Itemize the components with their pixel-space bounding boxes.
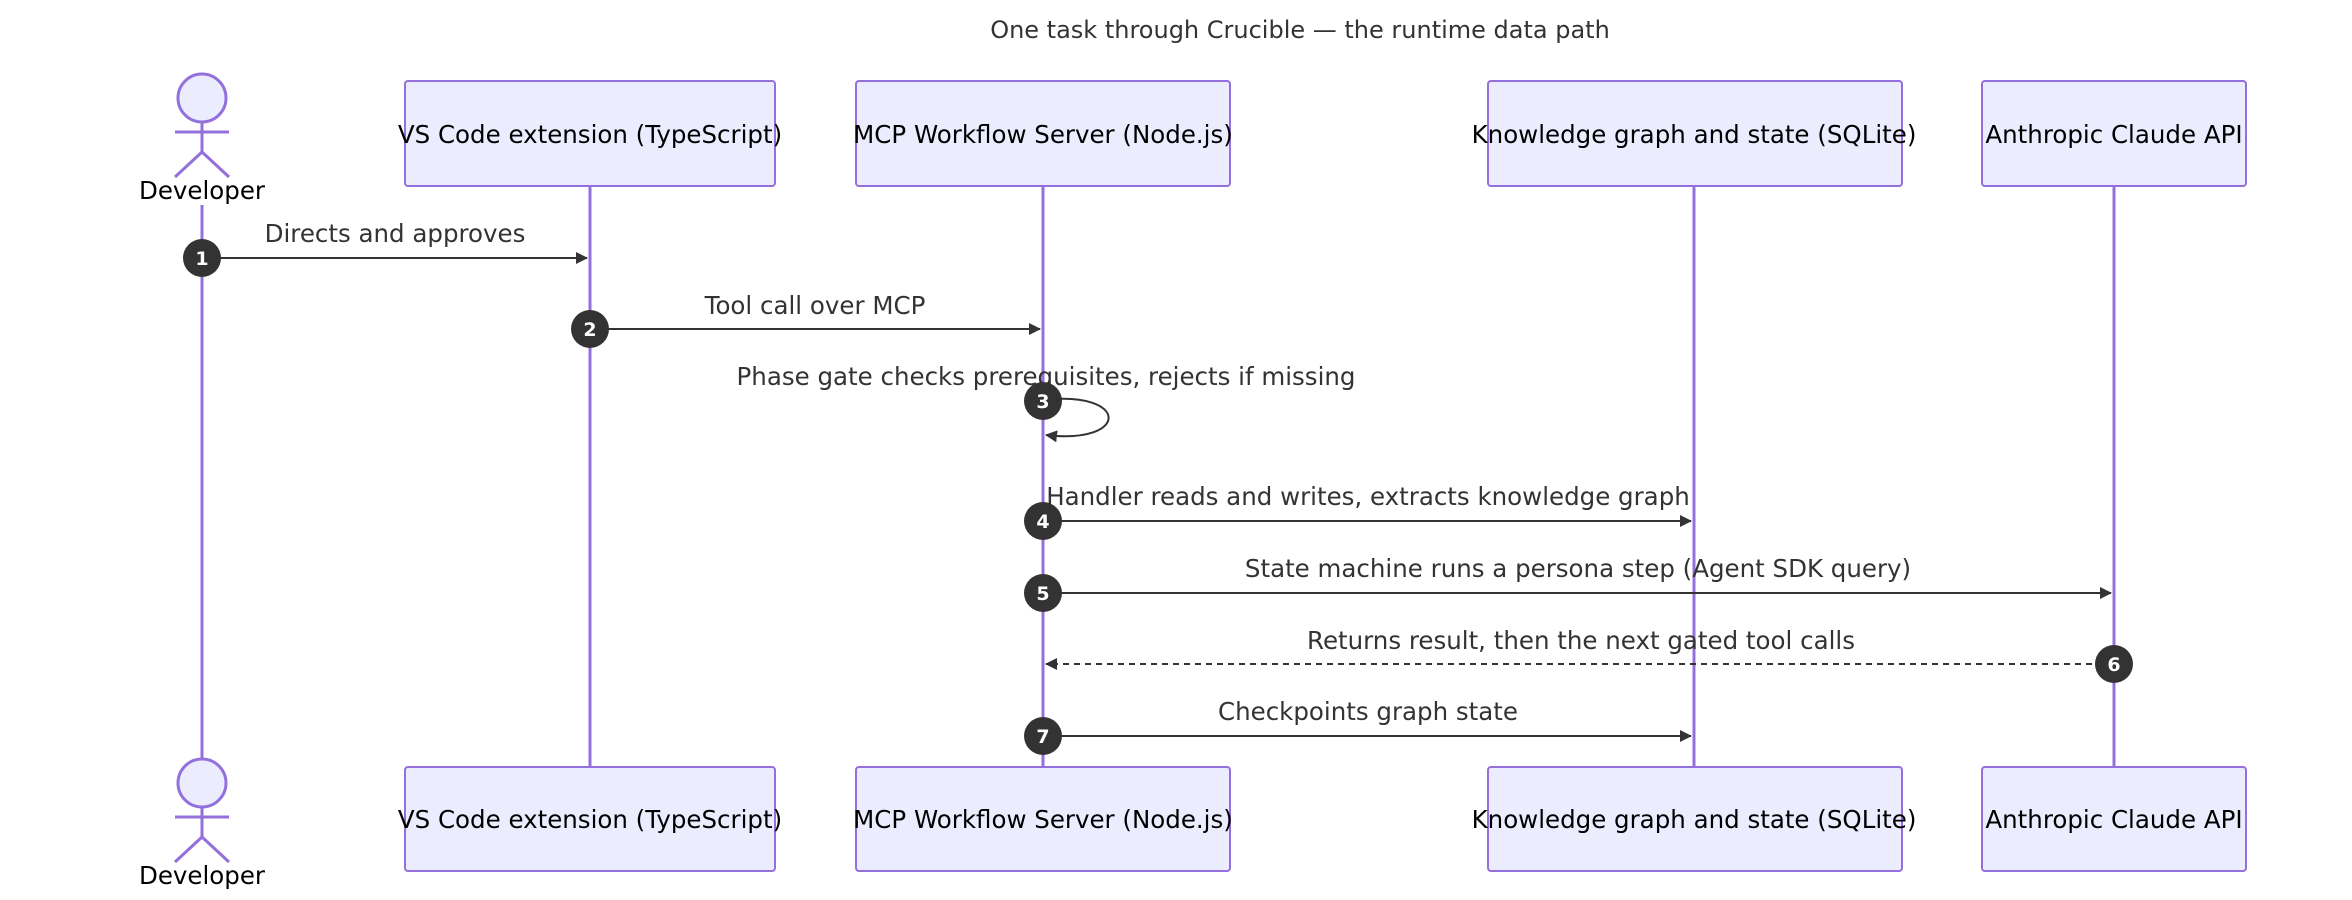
participant-vscode-extension-bottom: VS Code extension (TypeScript) — [398, 766, 782, 872]
participant-box — [1981, 80, 2247, 187]
message-5: State machine runs a persona step (Agent… — [1024, 554, 2112, 612]
message-2: Tool call over MCP 2 — [571, 291, 1041, 348]
sequence-number-badge — [183, 239, 221, 277]
sequence-number-badge — [1024, 717, 1062, 755]
actor-right-leg — [200, 150, 231, 179]
participant-box — [404, 80, 776, 187]
participant-knowledge-graph-top: Knowledge graph and state (SQLite) — [1472, 80, 1917, 187]
message-arrow — [1042, 397, 1110, 443]
diagram-title: One task through Crucible — the runtime … — [990, 16, 1610, 44]
message-label: Returns result, then the next gated tool… — [1307, 626, 1855, 655]
sequence-number: 4 — [1036, 511, 1049, 533]
actor-left-leg — [173, 150, 204, 179]
participant-vscode-extension-top: VS Code extension (TypeScript) — [398, 80, 782, 187]
actor-right-leg — [200, 835, 231, 864]
actor-developer-bottom: Developer — [139, 757, 266, 890]
participant-label: VS Code extension (TypeScript) — [398, 805, 782, 834]
sequence-number: 6 — [2107, 654, 2120, 676]
message-label: Tool call over MCP — [704, 291, 926, 320]
participant-label: Anthropic Claude API — [1985, 120, 2242, 149]
participant-box — [404, 766, 776, 872]
participant-mcp-server-top: MCP Workflow Server (Node.js) — [853, 80, 1233, 187]
actor-developer-top: Developer — [139, 72, 266, 205]
actor-left-leg — [173, 835, 204, 864]
sequence-number: 2 — [583, 319, 596, 341]
message-4: Handler reads and writes, extracts knowl… — [1024, 482, 1692, 540]
participant-knowledge-graph-bottom: Knowledge graph and state (SQLite) — [1472, 766, 1917, 872]
sequence-number-badge — [1024, 382, 1062, 420]
message-label: Directs and approves — [265, 219, 526, 248]
message-7: Checkpoints graph state 7 — [1024, 697, 1692, 755]
message-1: Directs and approves 1 — [183, 219, 588, 277]
message-3: Phase gate checks prerequisites, rejects… — [737, 362, 1355, 443]
participant-label: VS Code extension (TypeScript) — [398, 120, 782, 149]
participant-label: MCP Workflow Server (Node.js) — [853, 120, 1233, 149]
actor-label: Developer — [139, 861, 266, 890]
participant-label: Knowledge graph and state (SQLite) — [1472, 805, 1917, 834]
participant-box — [1487, 766, 1903, 872]
participant-label: Knowledge graph and state (SQLite) — [1472, 120, 1917, 149]
actor-head — [176, 72, 228, 124]
actor-label: Developer — [139, 176, 266, 205]
participant-claude-api-top: Anthropic Claude API — [1981, 80, 2247, 187]
message-6: Returns result, then the next gated tool… — [1045, 626, 2133, 683]
sequence-number-badge — [1024, 502, 1062, 540]
actor-head — [176, 757, 228, 809]
sequence-number: 5 — [1036, 583, 1049, 605]
message-label: State machine runs a persona step (Agent… — [1245, 554, 1911, 583]
participant-box — [855, 80, 1231, 187]
participant-box — [855, 766, 1231, 872]
participant-mcp-server-bottom: MCP Workflow Server (Node.js) — [853, 766, 1233, 872]
sequence-number: 3 — [1036, 391, 1049, 413]
message-label: Handler reads and writes, extracts knowl… — [1046, 482, 1690, 511]
message-label: Checkpoints graph state — [1218, 697, 1518, 726]
sequence-number-badge — [2095, 645, 2133, 683]
participant-box — [1981, 766, 2247, 872]
sequence-number-badge — [571, 310, 609, 348]
sequence-number-badge — [1024, 574, 1062, 612]
participant-label: Anthropic Claude API — [1985, 805, 2242, 834]
participant-claude-api-bottom: Anthropic Claude API — [1981, 766, 2247, 872]
participant-label: MCP Workflow Server (Node.js) — [853, 805, 1233, 834]
sequence-number: 1 — [195, 248, 208, 270]
participant-box — [1487, 80, 1903, 187]
sequence-number: 7 — [1036, 726, 1049, 748]
